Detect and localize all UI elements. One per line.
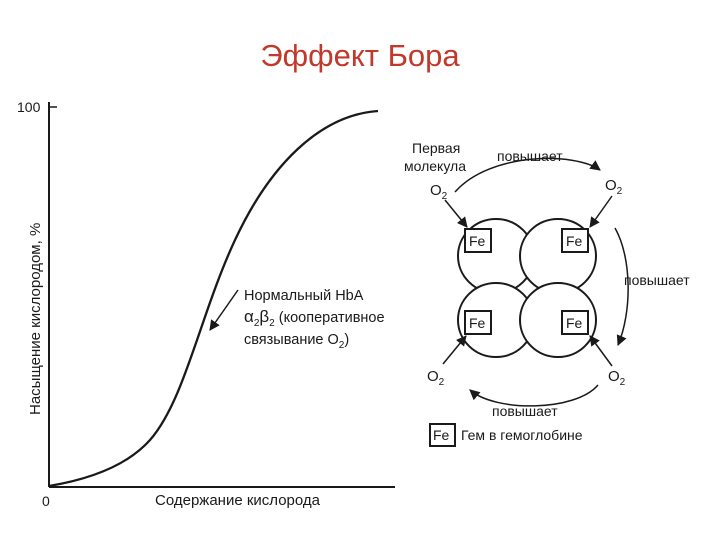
arrow-right-increases — [614, 227, 629, 346]
arrow-top-increases — [454, 157, 601, 193]
heme-top-right: Fe — [561, 228, 589, 253]
y-axis-label: Насыщение кислородом, % — [27, 223, 44, 415]
o2-label-bottom-left: O2 — [427, 368, 445, 388]
o2-arrow-top-right — [589, 195, 613, 228]
subunit-bottom-right — [519, 282, 597, 358]
first-molecule-line2: молекула — [404, 158, 466, 174]
svg-text:Fe: Fe — [566, 233, 583, 249]
legend-fe-text: Fe — [433, 427, 450, 443]
svg-text:Fe: Fe — [469, 233, 486, 249]
heme-bottom-left: Fe — [464, 310, 492, 335]
curve-annotation-line2: α2β2 (кооперативное — [244, 307, 385, 329]
o2-arrow-bottom-right — [589, 335, 613, 367]
first-molecule-line1: Первая — [412, 140, 460, 156]
slide-title: Эффект Бора — [260, 38, 460, 73]
increases-label-top: повышает — [497, 148, 563, 164]
sigmoid-curve — [48, 109, 379, 488]
y-max-tick: 100 — [17, 99, 41, 115]
increases-label-bottom: повышает — [492, 403, 558, 419]
increases-label-right: повышает — [624, 272, 690, 288]
o2-label-bottom-right: O2 — [608, 368, 626, 388]
heme-top-left: Fe — [464, 228, 492, 253]
heme-legend: Fe Гем в гемоглобине — [429, 423, 583, 447]
annotation-arrow — [209, 289, 239, 331]
curve-annotation-line1: Нормальный HbA — [244, 288, 364, 304]
svg-text:Fe: Fe — [469, 315, 486, 331]
curve-annotation-line3: связывание O2) — [244, 332, 349, 351]
hemoglobin-diagram: Fe Fe Fe Fe Первая молекула O2 O2 O2 O2 … — [404, 140, 690, 447]
svg-text:Fe: Fe — [566, 315, 583, 331]
x-axis-label: Содержание кислорода — [155, 492, 321, 509]
arrow-bottom-increases — [469, 384, 599, 407]
saturation-graph: 100 0 Содержание кислорода Насыщение кис… — [17, 99, 395, 509]
legend-text: Гем в гемоглобине — [461, 427, 583, 443]
o2-label-top-left: O2 — [430, 182, 448, 202]
o2-arrow-bottom-left — [442, 335, 467, 365]
heme-bottom-right: Fe — [561, 310, 589, 335]
legend-fe-box — [429, 423, 456, 447]
o2-arrow-top-left — [444, 199, 468, 228]
o2-label-top-right: O2 — [605, 177, 623, 197]
origin-tick: 0 — [42, 493, 50, 509]
